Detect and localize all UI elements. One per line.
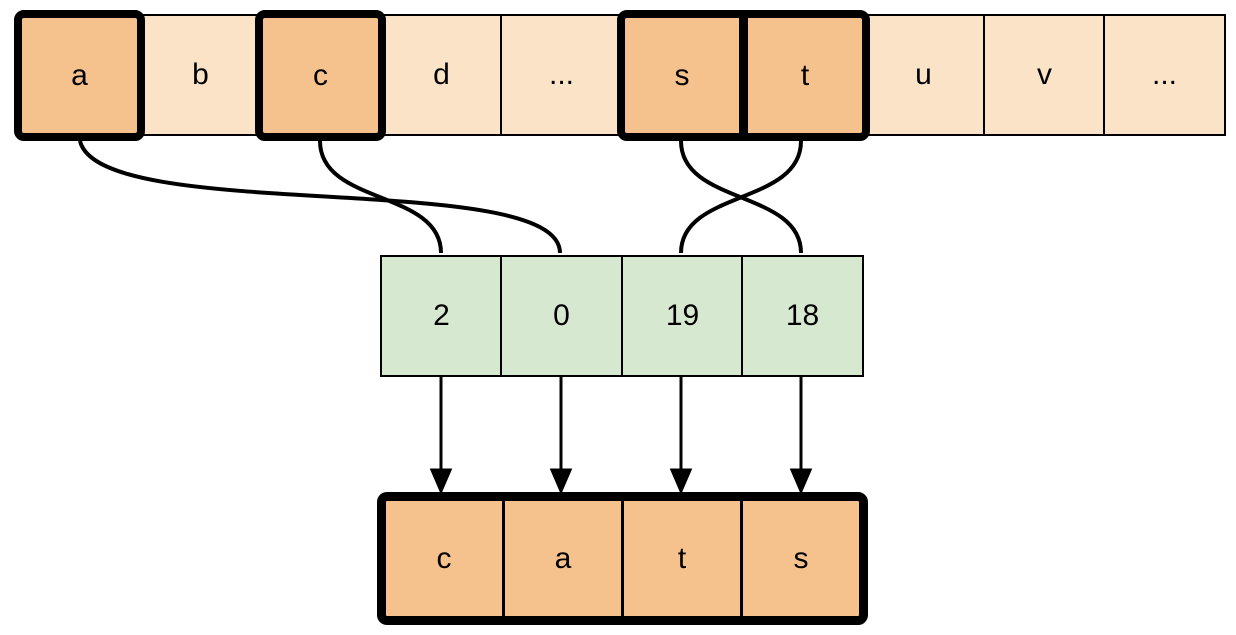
index-cell-19: 19 [621, 255, 744, 377]
arrow-head [549, 468, 573, 495]
alphabet-cell-c-highlighted: c [255, 10, 386, 141]
output-cell-label: t [677, 541, 687, 575]
output-cell-label: c [436, 541, 452, 575]
alphabet-cell-label: c [313, 58, 328, 92]
arrow-head [789, 468, 813, 495]
index-cell-2: 2 [380, 255, 503, 377]
alphabet-cell-label: ... [1151, 58, 1177, 91]
alphabet-cell-label: v [1037, 58, 1052, 91]
alphabet-cell-label: b [192, 58, 209, 91]
index-cell-18: 18 [741, 255, 864, 377]
mapping-curve-a-to-0 [78, 140, 562, 254]
alphabet-cell-label: ... [548, 58, 574, 91]
output-cell-label: a [554, 541, 572, 575]
alphabet-cell-ellipsis-right: ... [1103, 14, 1226, 136]
arrow-head [669, 468, 693, 495]
index-cell-label: 18 [785, 299, 820, 332]
alphabet-cell-label: t [800, 58, 810, 92]
index-to-output-arrows [429, 377, 813, 495]
mapping-curve-t-to-19 [679, 140, 803, 254]
output-cell-a: a [505, 501, 624, 616]
index-cell-label: 0 [553, 299, 570, 332]
index-cell-label: 2 [433, 299, 450, 332]
alphabet-cell-a-highlighted: a [14, 10, 145, 141]
alphabet-cell-label: a [71, 58, 88, 92]
output-cell-t: t [624, 501, 743, 616]
alphabet-cell-d: d [380, 14, 503, 136]
alphabet-cells-s-t-highlighted: s t [617, 10, 870, 141]
index-cell-label: 19 [665, 299, 700, 332]
output-cell-label: s [793, 541, 809, 575]
alphabet-cell-label: d [433, 58, 450, 91]
index-cell-0: 0 [500, 255, 623, 377]
alphabet-cell-t-highlighted: t [748, 18, 862, 133]
arrow-head [429, 468, 453, 495]
alphabet-cell-label: u [915, 58, 932, 91]
pair-divider [739, 18, 748, 133]
alphabet-cell-b: b [139, 14, 262, 136]
mapping-curve-c-to-2 [318, 140, 443, 254]
mapping-curve-s-to-18 [679, 140, 803, 254]
alphabet-cell-u: u [862, 14, 985, 136]
output-word-box: c a t s [377, 492, 868, 625]
output-cell-c: c [386, 501, 505, 616]
alphabet-cell-s-highlighted: s [625, 18, 739, 133]
output-cell-s: s [743, 501, 859, 616]
alphabet-cell-v: v [983, 14, 1106, 136]
alphabet-cell-label: s [674, 58, 690, 92]
alphabet-cell-ellipsis-left: ... [500, 14, 623, 136]
